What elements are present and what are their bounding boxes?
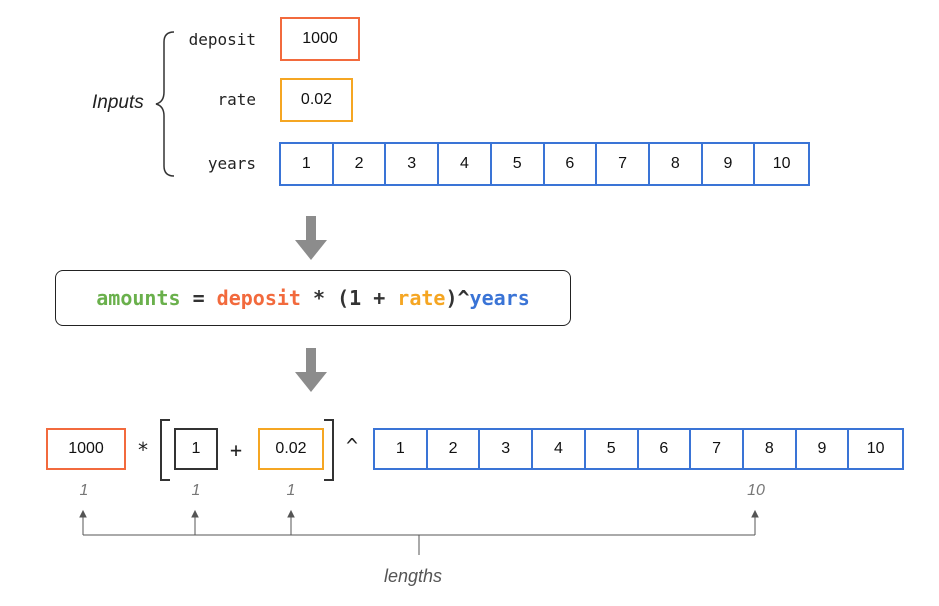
formula-times-one-plus: * (1 + xyxy=(300,286,398,310)
formula-box: amounts = deposit * (1 + rate)^years xyxy=(55,270,571,326)
year-cell: 5 xyxy=(492,144,545,184)
lengths-connector xyxy=(79,509,759,555)
year-cell: 7 xyxy=(691,430,744,468)
formula-rate: rate xyxy=(397,286,446,310)
rate-value-box: 0.02 xyxy=(258,428,324,470)
times-operator: * xyxy=(137,438,150,462)
left-bracket xyxy=(160,419,170,481)
formula-equals: = xyxy=(180,286,217,310)
year-cell: 8 xyxy=(744,430,797,468)
inputs-label: Inputs xyxy=(92,92,144,113)
years-length-label: 10 xyxy=(747,482,765,499)
year-cell: 2 xyxy=(334,144,387,184)
down-arrow-icon xyxy=(295,216,327,260)
year-cell: 1 xyxy=(375,430,428,468)
power-operator: ^ xyxy=(346,434,359,458)
year-cell: 4 xyxy=(533,430,586,468)
year-cell: 8 xyxy=(650,144,703,184)
deposit-length-label: 1 xyxy=(79,482,89,499)
year-cell: 9 xyxy=(703,144,756,184)
right-bracket xyxy=(324,419,334,481)
year-cell: 9 xyxy=(797,430,850,468)
year-cell: 4 xyxy=(439,144,492,184)
rate-length-label: 1 xyxy=(286,482,296,499)
year-cell: 10 xyxy=(772,155,791,172)
one-value-box: 1 xyxy=(174,428,218,470)
formula-amounts: amounts xyxy=(96,286,181,310)
down-arrow-icon xyxy=(295,348,327,392)
year-cell: 3 xyxy=(480,430,534,468)
year-cell: 5 xyxy=(586,430,639,468)
formula-power: )^ xyxy=(445,286,470,310)
plus-operator: + xyxy=(230,438,243,462)
deposit-input-box: 1000 xyxy=(280,17,360,61)
year-cell: 1 xyxy=(281,144,334,184)
deposit-label: deposit xyxy=(188,30,256,49)
lengths-caption: lengths xyxy=(384,566,443,586)
year-cell: 3 xyxy=(386,144,440,184)
rate-label: rate xyxy=(217,90,256,109)
year-cell: 6 xyxy=(639,430,692,468)
year-cell: 2 xyxy=(428,430,481,468)
deposit-value-box: 1000 xyxy=(46,428,126,470)
rate-input-box: 0.02 xyxy=(280,78,353,122)
formula-years: years xyxy=(469,286,530,310)
inputs-brace xyxy=(155,31,175,177)
one-length-label: 1 xyxy=(191,482,201,499)
year-cell: 6 xyxy=(545,144,598,184)
years-label: years xyxy=(207,154,256,173)
year-cell: 7 xyxy=(597,144,650,184)
year-cell: 10 xyxy=(866,440,885,457)
formula-deposit: deposit xyxy=(216,286,301,310)
